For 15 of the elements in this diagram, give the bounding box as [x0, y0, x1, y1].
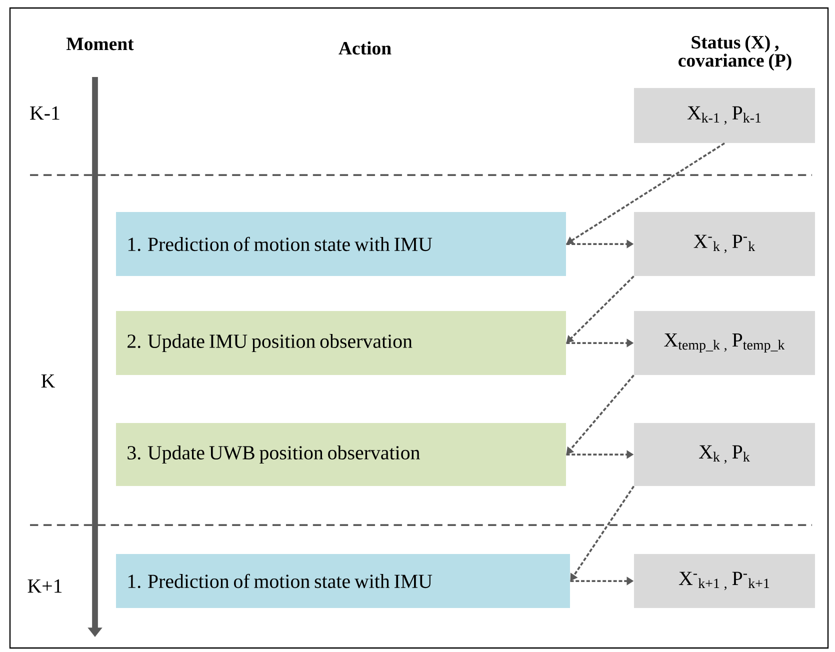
- state-box: X$^{-}$$_{k ,}$ P$^{-}$k: [634, 212, 815, 276]
- state-box: X$_{temp_k ,}$ P$_{temp_k}$: [634, 311, 815, 375]
- time-label: K-1: [30, 106, 60, 120]
- action-box: 3. Update UWB position observation: [116, 423, 566, 486]
- column-heading: Moment: [66, 38, 134, 50]
- column-heading: Status (X) , covariance (P): [678, 35, 792, 71]
- action-box: 1. Prediction of motion state with IMU: [116, 554, 570, 608]
- action-box: 2. Update IMU position observation: [116, 311, 566, 375]
- state-box: X$^{-}$$_{k+1 ,}$ P$^{-}$k+1: [634, 554, 815, 608]
- state-box: X$_{k ,}$ P$_{k}$: [634, 423, 815, 486]
- action-box: 1. Prediction of motion state with IMU: [116, 212, 566, 276]
- time-label: K: [41, 374, 55, 388]
- state-box: X$_{k-1 ,}$ P$_{k-1}$: [634, 88, 815, 143]
- column-heading: Action: [338, 41, 392, 55]
- time-label: K+1: [28, 579, 62, 593]
